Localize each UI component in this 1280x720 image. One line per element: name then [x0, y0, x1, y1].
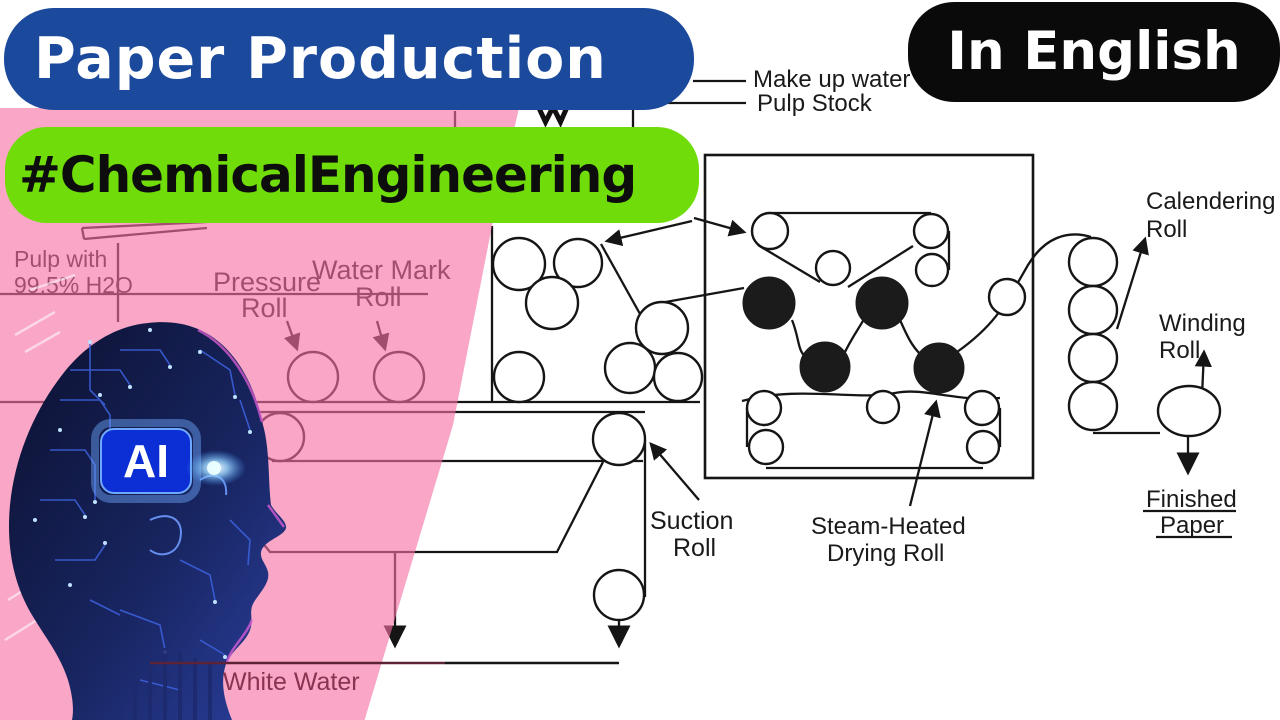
label-suction-2: Roll [673, 534, 716, 562]
dryer-rolls [742, 211, 1027, 466]
felt-roll-4 [914, 252, 950, 288]
calender-winder [1067, 236, 1222, 438]
felt-roll-5 [745, 389, 783, 427]
label-suction-1: Suction [650, 507, 733, 535]
label-winding-1: Winding [1159, 310, 1246, 337]
wire-turning-roll [592, 568, 646, 622]
white-water-layer: White Water [150, 661, 619, 696]
label-calendering-1: Calendering [1146, 188, 1275, 215]
head-circuit-traces [40, 340, 251, 691]
suction-couch-roll [591, 411, 647, 467]
label-drying-2: Drying Roll [827, 540, 944, 567]
finished-paper-underline [1143, 509, 1236, 539]
calender-roll-3 [1067, 332, 1119, 384]
dryer-bottom-wave [741, 390, 1001, 403]
label-calendering-2: Roll [1146, 216, 1187, 243]
press-roll-1 [491, 236, 547, 292]
arrow-into-press [604, 219, 693, 247]
exit-roll [987, 277, 1027, 317]
web-press-to-dryer [659, 286, 745, 305]
felt-roll-3 [912, 212, 950, 250]
label-paper: Paper [1160, 512, 1224, 539]
drying-cylinder-2 [855, 276, 909, 330]
language-banner: In English [908, 2, 1280, 102]
neck-lines [133, 645, 212, 720]
title-banner: Paper Production [4, 8, 694, 110]
felt-roll-6 [747, 428, 785, 466]
drying-cylinder-1 [742, 276, 796, 330]
ai-badge-text: AI [123, 435, 169, 487]
felt-roll-7 [865, 389, 901, 425]
label-winding-2: Roll [1159, 337, 1200, 364]
felt-roll-8 [963, 389, 1001, 427]
calender-roll-2 [1067, 284, 1119, 336]
drying-roll-arrow [908, 399, 941, 507]
calender-roll-1 [1067, 236, 1119, 288]
profile-rim-light [197, 328, 286, 663]
label-white-water: White Water [223, 668, 360, 696]
calender-roll-4 [1067, 380, 1119, 432]
label-finished: Finished [1146, 486, 1237, 513]
press-roll-5 [634, 300, 690, 356]
calendering-arrow [1115, 236, 1149, 330]
suction-roll-arrow [649, 442, 700, 501]
label-drying-1: Steam-Heated [811, 513, 966, 540]
web-dryer-exit [956, 233, 1092, 353]
press-roll-7 [652, 351, 704, 403]
press-roll-4 [492, 350, 546, 404]
winding-roll [1156, 384, 1222, 438]
head-silhouette [8, 322, 287, 720]
press-roll-3 [524, 275, 580, 331]
web-dry-2 [841, 318, 866, 357]
felt-roll-2 [814, 249, 852, 287]
web-dry-3 [898, 319, 922, 356]
felt-roll-1 [750, 211, 790, 251]
arrow-into-dryer [693, 216, 747, 237]
dryer-felt-diag-1 [757, 244, 821, 283]
web-press-diagonal [599, 243, 642, 315]
dryer-felt-diag-2 [847, 245, 914, 288]
label-pulp-stock: Pulp Stock [757, 90, 873, 117]
press-roll-6 [603, 341, 657, 395]
label-make-up-water: Make up water [753, 66, 910, 93]
glow-core [207, 461, 221, 475]
ai-head-image: AI [4, 273, 287, 720]
felt-roll-9 [965, 429, 1001, 465]
drying-cylinder-4 [913, 342, 965, 394]
press-roll-2 [552, 237, 604, 289]
hashtag-banner: #ChemicalEngineering [5, 127, 699, 223]
dryer-section-box [703, 153, 1035, 480]
drying-cylinder-3 [799, 341, 851, 393]
